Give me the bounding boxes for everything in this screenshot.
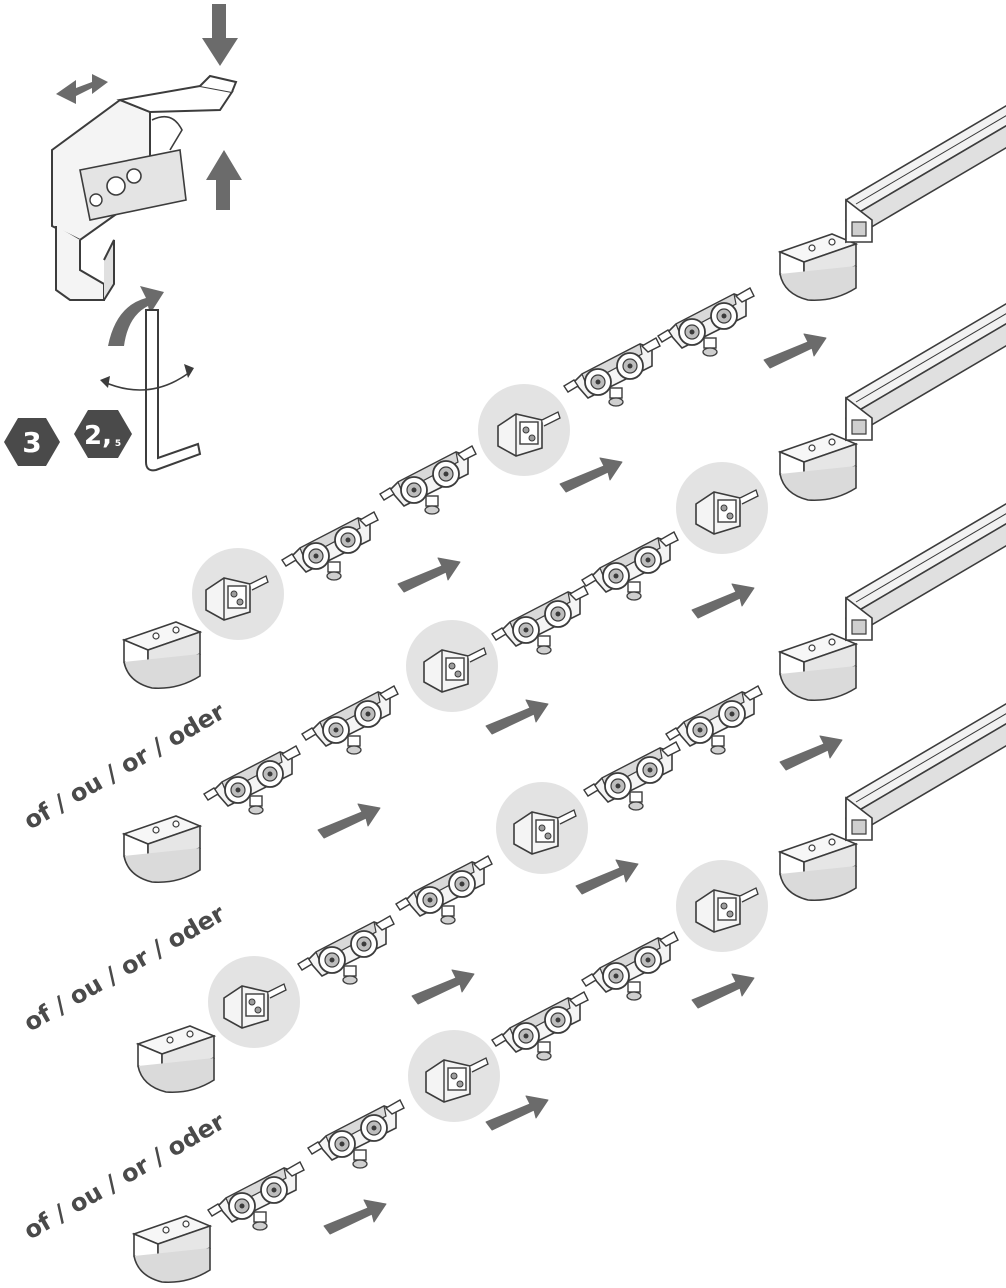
- trolley: [491, 991, 589, 1061]
- separator-text: of / ou / or / oder: [19, 899, 230, 1037]
- end-stop: [779, 433, 857, 502]
- push-arrow-icon: [485, 699, 549, 735]
- trolley: [207, 1161, 305, 1231]
- trolley: [203, 745, 301, 815]
- trolley: [563, 337, 661, 407]
- assembly-row-4: [133, 697, 1006, 1284]
- trolley: [657, 287, 755, 357]
- hex-badge-2-5: 2, 5: [74, 410, 132, 458]
- allen-key-icon: [100, 309, 202, 472]
- rail-track: [845, 99, 1006, 243]
- push-arrow-icon: [763, 333, 827, 369]
- assembly-row-3: [137, 497, 1006, 1094]
- trolley: [307, 1099, 405, 1169]
- trolley: [297, 915, 395, 985]
- svg-text:5: 5: [115, 439, 121, 449]
- svg-text:2,: 2,: [84, 421, 112, 451]
- assembly-row-2: [123, 297, 1006, 884]
- trolley: [301, 685, 399, 755]
- assembly-row-1: [123, 99, 1006, 690]
- svg-text:3: 3: [22, 426, 41, 459]
- push-arrow-icon: [691, 973, 755, 1009]
- curved-arrow-icon: [108, 286, 164, 346]
- trolley: [665, 685, 763, 755]
- rail-track: [845, 497, 1006, 641]
- end-stop: [779, 833, 857, 902]
- push-arrow-icon: [691, 583, 755, 619]
- arrow-up-icon: [206, 150, 242, 210]
- separator-text: of / ou / or / oder: [19, 697, 230, 835]
- end-stop: [123, 815, 201, 884]
- end-stop: [779, 233, 857, 302]
- push-arrow-icon: [411, 969, 475, 1005]
- rail-track: [845, 297, 1006, 441]
- push-arrow-icon: [575, 859, 639, 895]
- push-arrow-icon: [559, 457, 623, 493]
- trolley: [395, 855, 493, 925]
- push-arrow-icon: [323, 1199, 387, 1235]
- trolley: [379, 445, 477, 515]
- end-stop: [779, 633, 857, 702]
- push-arrow-icon: [779, 735, 843, 771]
- push-arrow-icon: [485, 1095, 549, 1131]
- end-stop: [137, 1025, 215, 1094]
- trolley: [583, 741, 681, 811]
- trolley: [491, 585, 589, 655]
- trolley: [581, 531, 679, 601]
- trolley: [581, 931, 679, 1001]
- end-stop: [133, 1215, 211, 1284]
- rail-track: [845, 697, 1006, 841]
- push-arrow-icon: [397, 557, 461, 593]
- double-arrow-icon: [56, 74, 108, 104]
- push-arrow-icon: [317, 803, 381, 839]
- bracket-detail: [51, 74, 238, 301]
- hex-badge-3: 3: [4, 418, 60, 466]
- end-stop: [123, 621, 201, 690]
- arrow-down-icon: [202, 4, 238, 66]
- trolley: [281, 511, 379, 581]
